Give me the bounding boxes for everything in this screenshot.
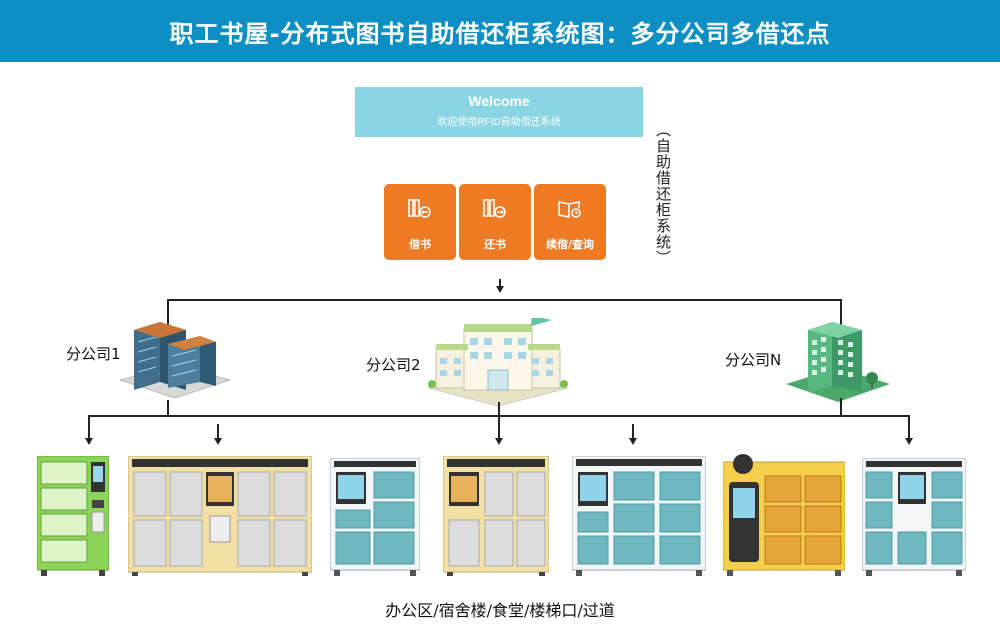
return-label: 还书 xyxy=(484,238,506,251)
teal-book-cabinet xyxy=(329,457,421,580)
renew-query-icon xyxy=(534,198,606,224)
borrow-book-icon xyxy=(384,198,456,224)
borrow-label: 借书 xyxy=(409,238,431,251)
yellow-kiosk-cabinet xyxy=(722,452,846,580)
connector-line xyxy=(499,279,501,289)
welcome-subtitle: 欢迎使用RFID自助借还系统 xyxy=(437,117,561,128)
green-office-icon xyxy=(786,316,890,408)
green-locker-cabinet xyxy=(36,455,110,580)
connector-line xyxy=(167,299,841,301)
borrow-button[interactable]: 借书 xyxy=(384,184,456,260)
connector-line xyxy=(840,299,842,325)
connector-arrow xyxy=(905,438,913,445)
renew-query-label: 续借/查询 xyxy=(545,238,595,251)
branch-label-1: 分公司1 xyxy=(66,345,121,363)
connector-line xyxy=(498,415,500,440)
connector-line xyxy=(908,415,910,440)
locations-label: 办公区/宿舍楼/食堂/楼梯口/过道 xyxy=(385,601,615,620)
renew-query-button[interactable]: 续借/查询 xyxy=(534,184,606,260)
connector-line xyxy=(498,402,500,416)
connector-arrow xyxy=(629,438,637,445)
connector-line xyxy=(167,400,169,416)
connector-arrow xyxy=(85,438,93,445)
connector-arrow xyxy=(214,438,222,445)
return-button[interactable]: 还书 xyxy=(459,184,531,260)
connector-line xyxy=(840,398,842,416)
office-tower-icon xyxy=(118,318,232,406)
connector-arrow xyxy=(495,438,503,445)
page-title: 职工书屋-分布式图书自助借还柜系统图：多分公司多借还点 xyxy=(0,0,1000,62)
connector-line xyxy=(632,424,634,440)
branch-label-n: 分公司N xyxy=(725,351,782,369)
teal-book-cabinet-right xyxy=(861,457,967,580)
return-book-icon xyxy=(459,198,531,224)
connector-line xyxy=(167,299,169,325)
connector-line xyxy=(217,424,219,440)
wooden-book-cabinet xyxy=(442,455,550,580)
welcome-banner: Welcome 欢迎使用RFID自助借还系统 xyxy=(355,87,643,137)
campus-building-icon xyxy=(427,316,569,414)
wooden-book-cabinet-wide xyxy=(127,455,313,580)
branch-label-2: 分公司2 xyxy=(366,356,421,374)
system-label: （自助借还柜系统） xyxy=(654,122,672,266)
teal-book-cabinet-wide xyxy=(571,455,707,580)
connector-arrow xyxy=(496,286,504,293)
connector-line xyxy=(88,415,90,440)
welcome-title: Welcome xyxy=(468,93,530,109)
